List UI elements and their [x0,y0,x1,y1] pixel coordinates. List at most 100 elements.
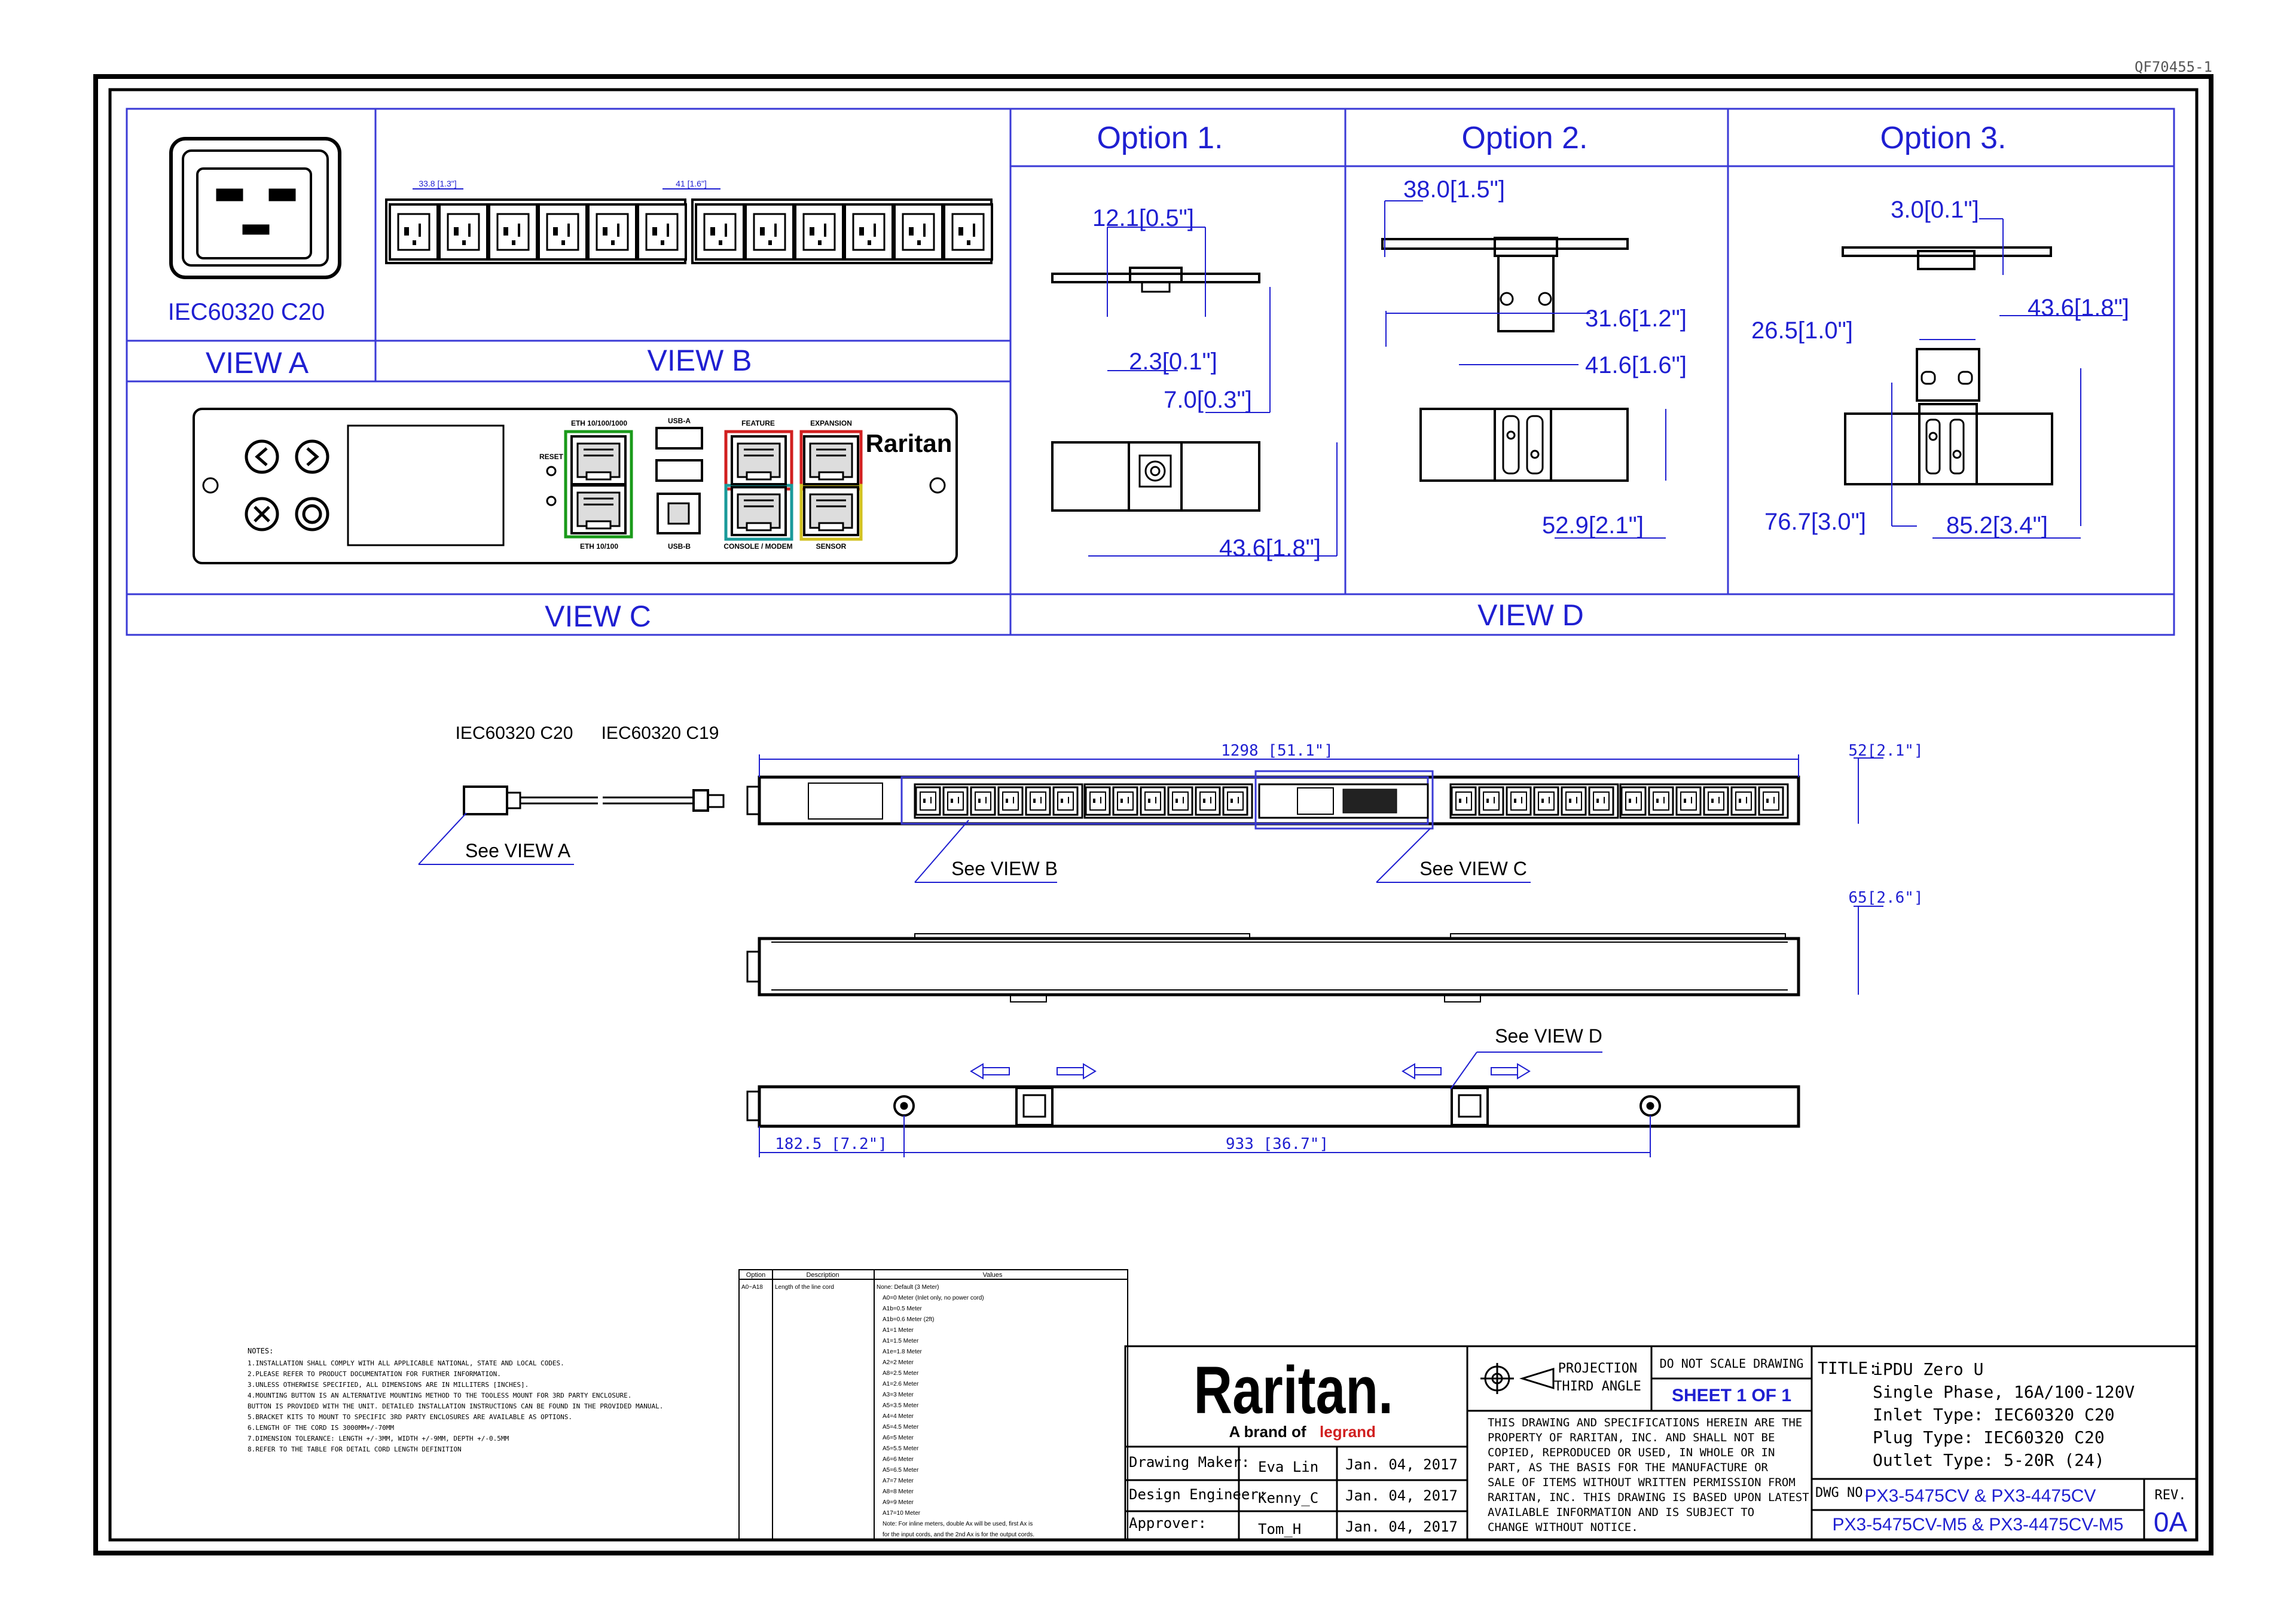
title-line-inlet: Inlet Type: IEC60320 C20 [1873,1405,2115,1425]
option-3-dim-2: 43.6[1.8"] [2028,295,2129,321]
see-view-c-label: See VIEW C [1419,858,1527,879]
note-item: 4.MOUNTING BUTTON IS AN ALTERNATIVE MOUN… [248,1392,631,1399]
option-3-dimension-lines [1891,218,2123,539]
view-c-feature-label: FEATURE [741,419,775,427]
rev-label: REV. [2155,1488,2187,1503]
option-table-value: A1e=1.8 Meter [883,1349,923,1355]
notes-heading: NOTES: [248,1347,273,1355]
disclaimer-line: SALE OF ITEMS WITHOUT WRITTEN PERMISSION… [1488,1476,1796,1489]
option-2-title: Option 2. [1461,121,1587,155]
note-item: 7.DIMENSION TOLERANCE: LENGTH +/-3MM, WI… [248,1435,509,1442]
option-2-dim-4: 52.9[2.1"] [1542,512,1644,539]
views-panel [126,108,2175,636]
option-table-value: A5=6.5 Meter [883,1467,919,1474]
option-1-bracket-drawing [1051,267,1260,512]
projection-symbol [1480,1363,1555,1394]
option-table-value: None: Default (3 Meter) [877,1284,939,1291]
drawing-maker-role: Drawing Maker: [1129,1454,1250,1471]
option-3-dim-4: 76.7[3.0"] [1764,509,1866,535]
view-b-pitch-dim-2: 41 [1.6"] [676,179,707,188]
view-b-label: VIEW B [647,344,752,377]
option-table-value: A4=4 Meter [883,1413,914,1420]
option-3-bracket-drawing [1842,246,2053,485]
connector-c19-label: IEC60320 C19 [602,723,719,743]
option-table-value: A6=6 Meter [883,1456,914,1463]
option-table-value: for the input cords, and the 2nd Ax is f… [883,1532,1034,1538]
view-c-expansion-label: EXPANSION [810,419,852,427]
view-a-label: VIEW A [206,346,309,380]
note-item: 8.REFER TO THE TABLE FOR DETAIL CORD LEN… [248,1445,462,1453]
option-3-dim-1: 3.0[0.1"] [1891,197,1979,223]
view-c-reset-label: RESET [539,453,564,461]
see-view-a-label: See VIEW A [465,840,571,861]
view-c-eth1-label: ETH 10/100/1000 [571,419,627,427]
view-b-outlet-row [385,188,993,264]
view-d-label: VIEW D [1477,598,1584,632]
option-table-description-cell: Length of the line cord [775,1284,834,1291]
option-table-value: A8=8 Meter [883,1488,914,1495]
view-c-usba-label: USB-A [668,417,691,425]
projection-angle: THIRD ANGLE [1554,1379,1641,1394]
mount-spacing-dimension: 933 [36.7"] [1226,1135,1329,1153]
option-1-dim-3: 7.0[0.3"] [1164,387,1252,413]
option-2-bracket-drawing [1381,237,1629,482]
title-block-frame [1124,1345,2198,1541]
disclaimer-line: COPIED, REPRODUCED OR USED, IN WHOLE OR … [1488,1446,1775,1459]
option-table-value: A6=5 Meter [883,1435,914,1441]
sheet-number: SHEET 1 OF 1 [1672,1386,1791,1405]
pdu-rear-dimension-lines [759,1115,1651,1157]
inlet-c20-label: IEC60320 C20 [456,723,573,743]
legrand-brand: legrand [1320,1423,1376,1441]
view-a-inlet-label: IEC60320 C20 [168,299,325,325]
option-table-value: A7=7 Meter [883,1478,914,1484]
brand-line: A brand of [1229,1423,1306,1441]
do-not-scale: DO NOT SCALE DRAWING [1660,1356,1804,1371]
option-table-value: Note: For inline meters, double Ax will … [883,1521,1033,1527]
pdu-front-view [746,770,1800,830]
pdu-rear-view [746,1052,1800,1128]
approver-date: Jan. 04, 2017 [1345,1518,1458,1535]
raritan-logo: Raritan. [1193,1353,1393,1428]
depth-dimension: 65[2.6"] [1848,889,1923,907]
offset-dimension: 182.5 [7.2"] [775,1135,887,1153]
option-1-dim-4: 43.6[1.8"] [1219,535,1321,561]
option-table-header-values: Values [983,1271,1003,1279]
sheet-ref-id: QF70455-1 [2135,59,2212,75]
option-table-value: A5=4.5 Meter [883,1424,919,1431]
option-table-value: A1b=0.5 Meter [883,1306,923,1312]
title-label: TITLE: [1818,1358,1878,1378]
view-a-inlet-drawing [169,137,341,279]
option-2-dim-1: 38.0[1.5"] [1403,176,1505,203]
view-c-eth2-label: ETH 10/100 [580,542,618,551]
disclaimer-line: CHANGE WITHOUT NOTICE. [1488,1521,1638,1534]
width-dimension: 52[2.1"] [1848,742,1923,760]
drawing-maker-date: Jan. 04, 2017 [1345,1456,1458,1473]
note-item: 6.LENGTH OF THE CORD IS 3000MM+/-70MM [248,1424,394,1432]
option-table-header-description: Description [806,1271,839,1279]
option-table-values: None: Default (3 Meter) A0=0 Meter (Inle… [877,1284,1034,1538]
view-b-pitch-dim-1: 33.8 [1.3"] [419,179,456,188]
view-c-brand-logo: Raritan [866,429,952,457]
view-c-usbb-label: USB-B [668,542,691,551]
power-cord-drawing [418,785,725,865]
option-2-dim-3: 41.6[1.6"] [1585,352,1687,378]
option-1-dim-1: 12.1[0.5"] [1092,205,1194,231]
option-table-value: A1b=0.6 Meter (2ft) [883,1316,934,1323]
option-table-value: A1=2.6 Meter [883,1381,919,1387]
option-table-value: A8=2.5 Meter [883,1370,919,1377]
option-table-value: A3=3 Meter [883,1392,914,1398]
note-item: 5.BRACKET KITS TO MOUNT TO SPECIFIC 3RD … [248,1413,572,1421]
dwg-no-label: DWG NO. [1815,1486,1871,1500]
rev-value: 0A [2154,1506,2188,1538]
option-table-value: A5=5.5 Meter [883,1445,919,1452]
title-line-product: iPDU Zero U [1873,1359,1983,1379]
see-view-d-label: See VIEW D [1495,1025,1602,1047]
option-1-dimension-lines [1088,227,1338,557]
title-line-plug: Plug Type: IEC60320 C20 [1873,1428,2105,1447]
disclaimer-line: PART, AS THE BASIS FOR THE MANUFACTURE O… [1488,1461,1769,1474]
note-item: BUTTON IS PROVIDED WITH THE UNIT. DETAIL… [248,1402,663,1410]
design-engineer-date: Jan. 04, 2017 [1345,1487,1458,1504]
disclaimer-line: THIS DRAWING AND SPECIFICATIONS HEREIN A… [1488,1416,1802,1429]
option-2-dimension-lines [1384,200,1666,539]
